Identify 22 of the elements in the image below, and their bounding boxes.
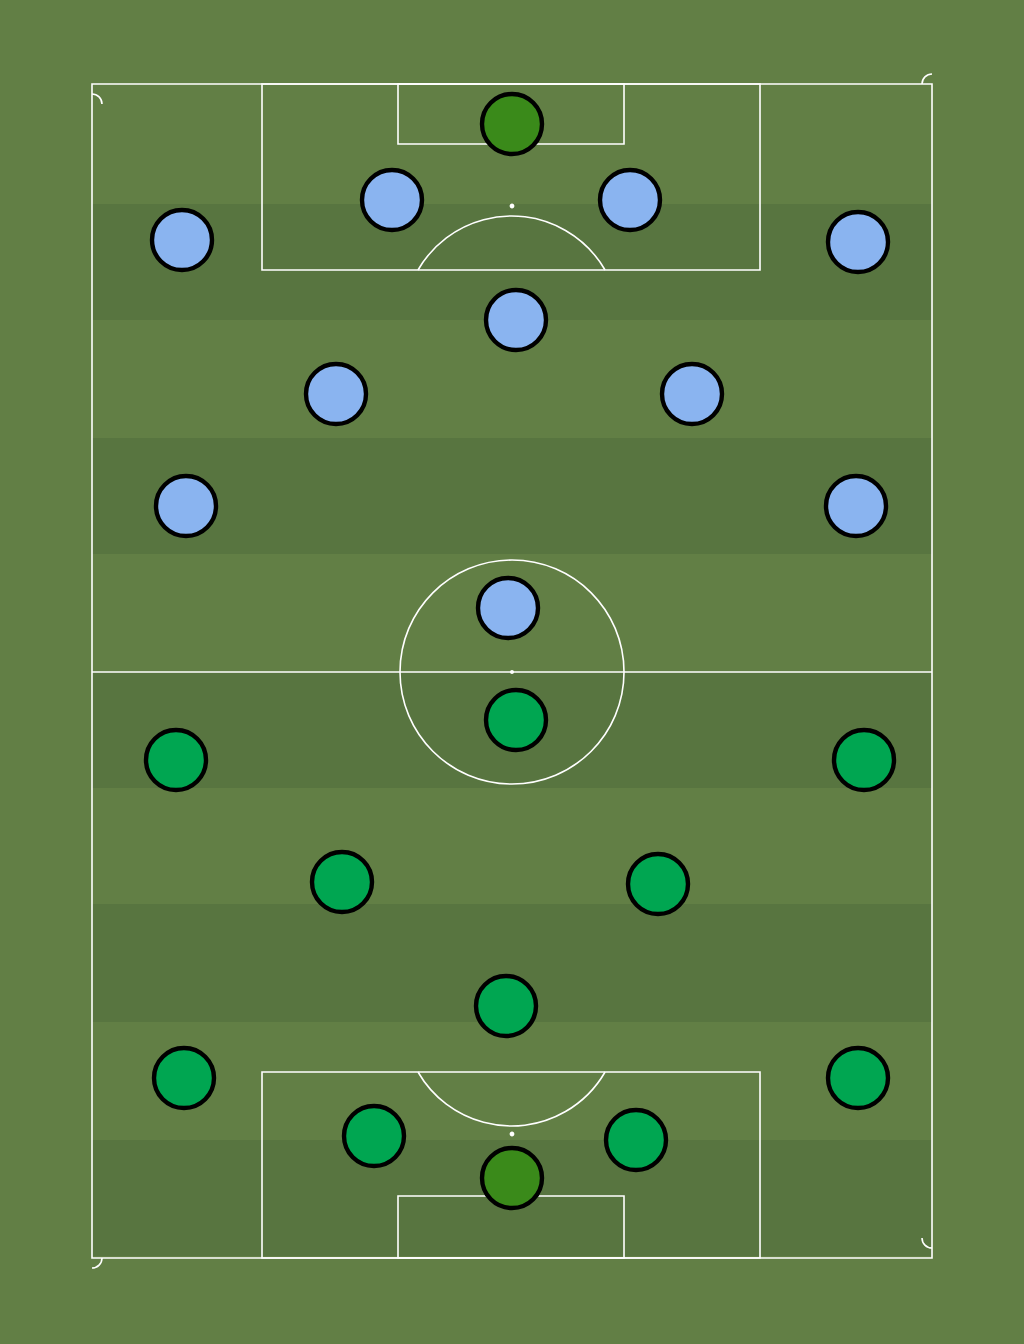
player-marker (143, 727, 209, 793)
player-marker (483, 287, 549, 353)
player-marker (603, 1107, 669, 1173)
player-marker (151, 1045, 217, 1111)
player-marker (831, 727, 897, 793)
player-marker (625, 851, 691, 917)
player-marker (473, 973, 539, 1039)
player-marker (659, 361, 725, 427)
player-marker (825, 1045, 891, 1111)
player-marker (153, 473, 219, 539)
player-marker (479, 91, 545, 157)
player-marker (303, 361, 369, 427)
player-marker (823, 473, 889, 539)
player-marker (479, 1145, 545, 1211)
player-marker (149, 207, 215, 273)
player-marker (597, 167, 663, 233)
player-marker (359, 167, 425, 233)
player-marker (341, 1103, 407, 1169)
player-marker (475, 575, 541, 641)
player-marker (309, 849, 375, 915)
player-marker (483, 687, 549, 753)
player-marker (825, 209, 891, 275)
